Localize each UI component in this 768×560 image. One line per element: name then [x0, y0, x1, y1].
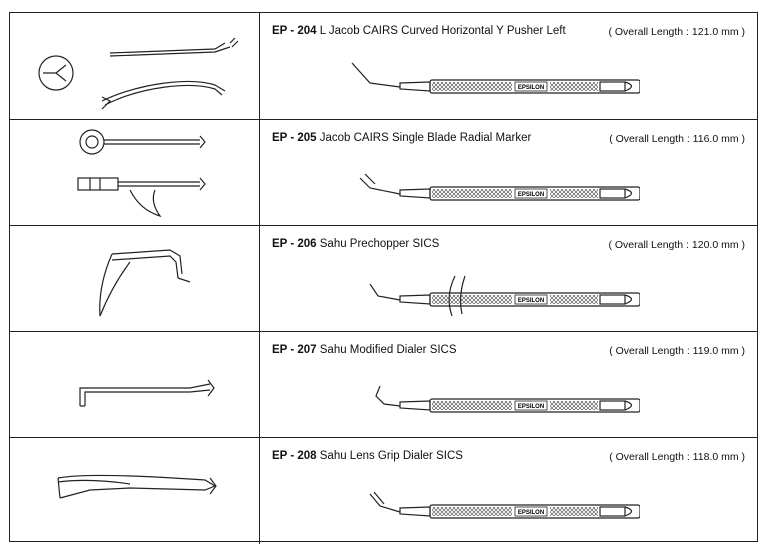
product-info-cell: EP - 207 Sahu Modified Dialer SICS ( Ove… [260, 332, 757, 438]
product-row: EP - 208 Sahu Lens Grip Dialer SICS ( Ov… [10, 437, 757, 544]
brand-label: EPSILON [518, 404, 544, 410]
product-name: L Jacob CAIRS Curved Horizontal Y Pusher… [319, 25, 566, 37]
product-name: Jacob CAIRS Single Blade Radial Marker [319, 132, 532, 144]
overall-length: ( Overall Length : 120.0 mm ) [608, 239, 745, 251]
product-info-cell: EP - 205 Jacob CAIRS Single Blade Radial… [260, 120, 757, 226]
product-row: EP - 205 Jacob CAIRS Single Blade Radial… [10, 119, 757, 226]
tip-detail-cell [10, 13, 260, 119]
product-code: EP - 205 [272, 132, 317, 144]
y-pusher-tip-icon [38, 37, 239, 110]
instrument-drawing: EPSILON [351, 62, 640, 94]
instrument-drawing: EPSILON [369, 491, 640, 519]
product-catalog-table: EP - 204 L Jacob CAIRS Curved Horizontal… [9, 12, 758, 544]
tip-detail-cell [10, 120, 260, 226]
brand-label: EPSILON [518, 192, 544, 198]
product-info-cell: EP - 208 Sahu Lens Grip Dialer SICS ( Ov… [260, 438, 757, 544]
instrument-drawing: EPSILON [375, 385, 640, 413]
product-code: EP - 204 [272, 25, 317, 37]
brand-label: EPSILON [518, 510, 544, 516]
product-info-cell: EP - 204 L Jacob CAIRS Curved Horizontal… [260, 13, 757, 119]
product-code: EP - 206 [272, 238, 317, 250]
tip-detail-cell [10, 438, 260, 544]
product-name: Sahu Lens Grip Dialer SICS [319, 450, 463, 462]
product-name: Sahu Modified Dialer SICS [319, 344, 457, 356]
instrument-drawing: EPSILON [359, 173, 640, 201]
product-code: EP - 208 [272, 450, 317, 462]
overall-length: ( Overall Length : 118.0 mm ) [609, 451, 745, 463]
overall-length: ( Overall Length : 121.0 mm ) [608, 26, 745, 38]
lens-grip-tip-icon [57, 474, 217, 499]
tip-detail-cell [10, 332, 260, 438]
brand-label: EPSILON [518, 298, 544, 304]
prechopper-tip-icon [99, 249, 191, 317]
product-name: Sahu Prechopper SICS [319, 238, 440, 250]
brand-label: EPSILON [518, 85, 544, 91]
tip-detail-cell [10, 226, 260, 332]
instrument-drawing: EPSILON [369, 275, 640, 316]
overall-length: ( Overall Length : 116.0 mm ) [609, 133, 745, 145]
product-row: EP - 206 Sahu Prechopper SICS ( Overall … [10, 225, 757, 332]
product-row: EP - 207 Sahu Modified Dialer SICS ( Ove… [10, 331, 757, 438]
dialer-tip-icon [79, 379, 215, 407]
product-row: EP - 204 L Jacob CAIRS Curved Horizontal… [10, 13, 757, 119]
radial-marker-tip-icon [77, 129, 206, 218]
overall-length: ( Overall Length : 119.0 mm ) [609, 345, 745, 357]
product-code: EP - 207 [272, 344, 317, 356]
product-info-cell: EP - 206 Sahu Prechopper SICS ( Overall … [260, 226, 757, 332]
